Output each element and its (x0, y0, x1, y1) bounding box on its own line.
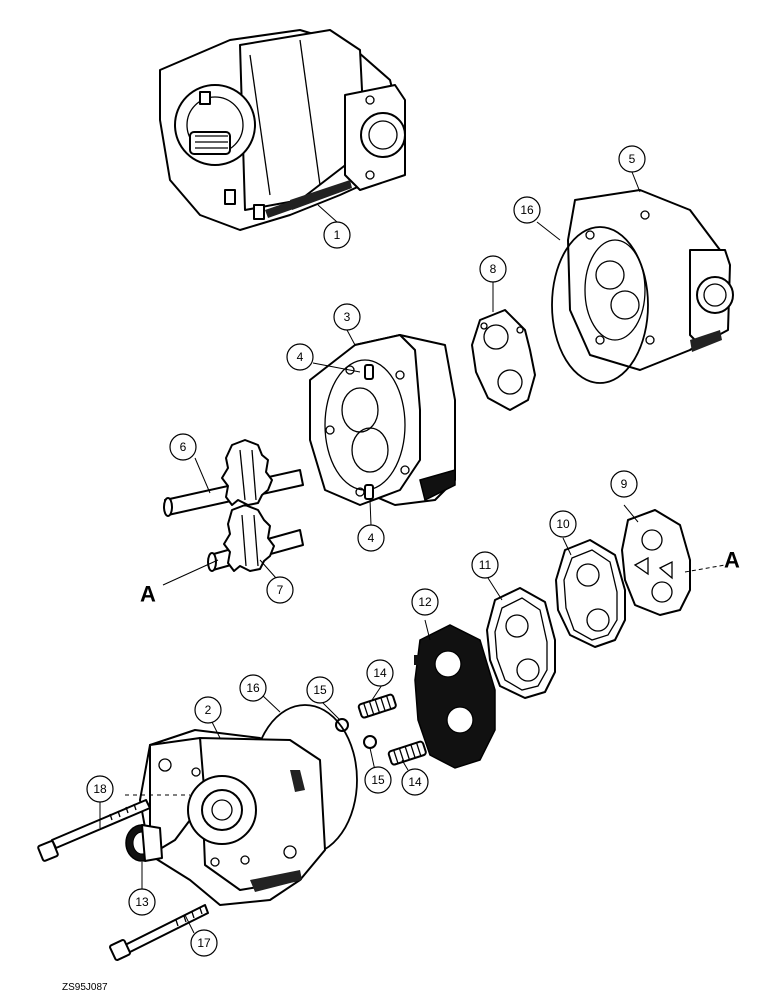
callout-4-lower: 4 (357, 524, 385, 552)
callout-10: 10 (549, 510, 577, 538)
callout-12: 12 (411, 588, 439, 616)
svg-text:9: 9 (621, 477, 628, 491)
driven-gear (207, 504, 304, 572)
callout-15-lower: 15 (364, 766, 392, 794)
callout-15-upper: 15 (306, 676, 334, 704)
callout-17: 17 (190, 929, 218, 957)
callout-5: 5 (618, 145, 646, 173)
spring-lower (387, 740, 427, 766)
shaft-seal (125, 824, 163, 862)
svg-text:13: 13 (135, 895, 149, 909)
backup-plate (414, 624, 496, 769)
figure-code: ZS95J087 (62, 982, 108, 993)
callout-16-upper: 16 (513, 196, 541, 224)
o-ring-upper (551, 226, 649, 384)
assembled-gear-pump (159, 29, 406, 231)
springs-and-balls (335, 693, 427, 766)
svg-text:7: 7 (277, 583, 284, 597)
front-mounting-body (139, 729, 326, 906)
svg-text:5: 5 (629, 152, 636, 166)
svg-text:16: 16 (246, 681, 260, 695)
svg-text:4: 4 (368, 531, 375, 545)
callout-9: 9 (610, 470, 638, 498)
spring-upper (357, 693, 397, 719)
svg-text:1: 1 (334, 228, 341, 242)
reference-letter-right: A (724, 548, 740, 573)
drive-gear-shaft (163, 439, 304, 517)
wear-plate (486, 587, 556, 699)
callout-13: 13 (128, 888, 156, 916)
reference-letter-left: A (140, 582, 156, 607)
callout-18: 18 (86, 775, 114, 803)
seal-frame (555, 539, 626, 648)
rear-pump-body (567, 189, 734, 371)
callout-7: 7 (266, 576, 294, 604)
gasket-plate (471, 309, 536, 411)
callout-14-upper: 14 (366, 659, 394, 687)
svg-text:2: 2 (205, 703, 212, 717)
callout-4-upper: 4 (286, 343, 314, 371)
svg-text:14: 14 (373, 666, 387, 680)
callout-2: 2 (194, 696, 222, 724)
svg-text:3: 3 (344, 310, 351, 324)
callout-16-lower: 16 (239, 674, 267, 702)
callout-6: 6 (169, 433, 197, 461)
svg-text:15: 15 (371, 773, 385, 787)
callout-14-lower: 14 (401, 768, 429, 796)
svg-text:6: 6 (180, 440, 187, 454)
svg-text:10: 10 (556, 517, 570, 531)
short-bolt (109, 904, 209, 961)
svg-text:11: 11 (479, 558, 492, 572)
leader-lines (99, 171, 726, 934)
seal-plate (621, 509, 691, 616)
callout-8: 8 (479, 255, 507, 283)
callout-1: 1 (323, 221, 351, 249)
callout-3: 3 (333, 303, 361, 331)
long-bolt (37, 799, 151, 862)
callout-11: 11 (471, 551, 499, 579)
svg-text:18: 18 (93, 782, 107, 796)
svg-text:17: 17 (197, 936, 211, 950)
svg-text:14: 14 (408, 775, 422, 789)
svg-text:15: 15 (313, 683, 327, 697)
gear-housing (309, 334, 456, 506)
svg-text:12: 12 (418, 595, 432, 609)
svg-text:8: 8 (490, 262, 497, 276)
svg-text:4: 4 (297, 350, 304, 364)
svg-text:16: 16 (520, 203, 534, 217)
